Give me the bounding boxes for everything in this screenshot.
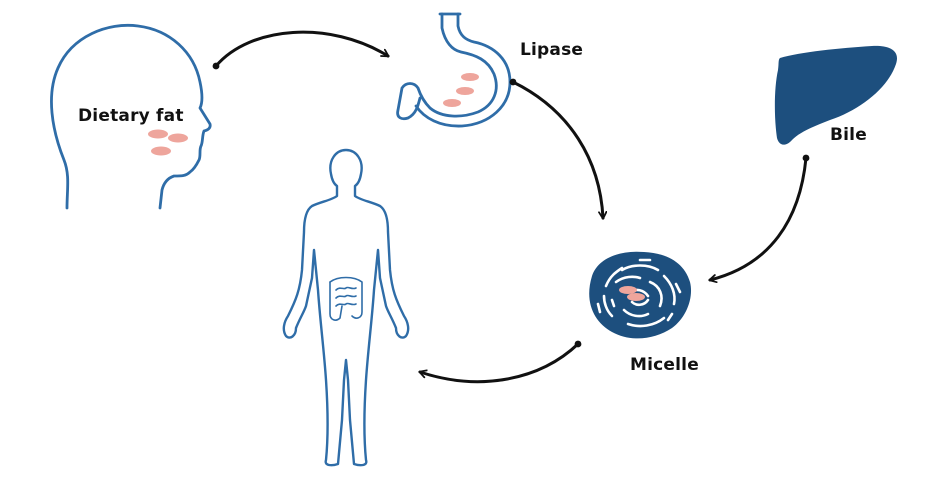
fat-droplet — [148, 129, 168, 139]
intestines-icon — [329, 276, 363, 321]
fat-droplet — [619, 286, 637, 294]
fat-droplet — [627, 293, 645, 301]
stomach-icon — [396, 12, 512, 128]
arrow-head-to-stomach — [214, 30, 388, 68]
arrow-start-dot — [802, 154, 810, 162]
fat-droplet — [443, 99, 461, 107]
liver-icon — [774, 45, 897, 145]
arrow-micelle-to-body — [420, 342, 580, 384]
fat-droplet — [151, 146, 171, 156]
lipase-label: Lipase — [520, 40, 584, 60]
arrow-bile-to-micelle — [710, 156, 808, 280]
fat-droplet — [456, 87, 474, 95]
arrow-start-dot — [212, 62, 220, 70]
arrow-start-dot — [574, 340, 582, 348]
micelle-label: Micelle — [630, 355, 699, 375]
fat-droplet — [461, 73, 479, 81]
micelle-icon — [589, 251, 692, 339]
arrow-stomach-to-micelle — [511, 80, 603, 218]
fat-droplet — [168, 133, 188, 143]
human-body-icon — [282, 148, 410, 467]
head-profile-icon — [50, 23, 212, 210]
dietary-fat-label: Dietary fat — [78, 106, 184, 126]
arrow-start-dot — [509, 78, 517, 86]
bile-label: Bile — [830, 125, 867, 145]
